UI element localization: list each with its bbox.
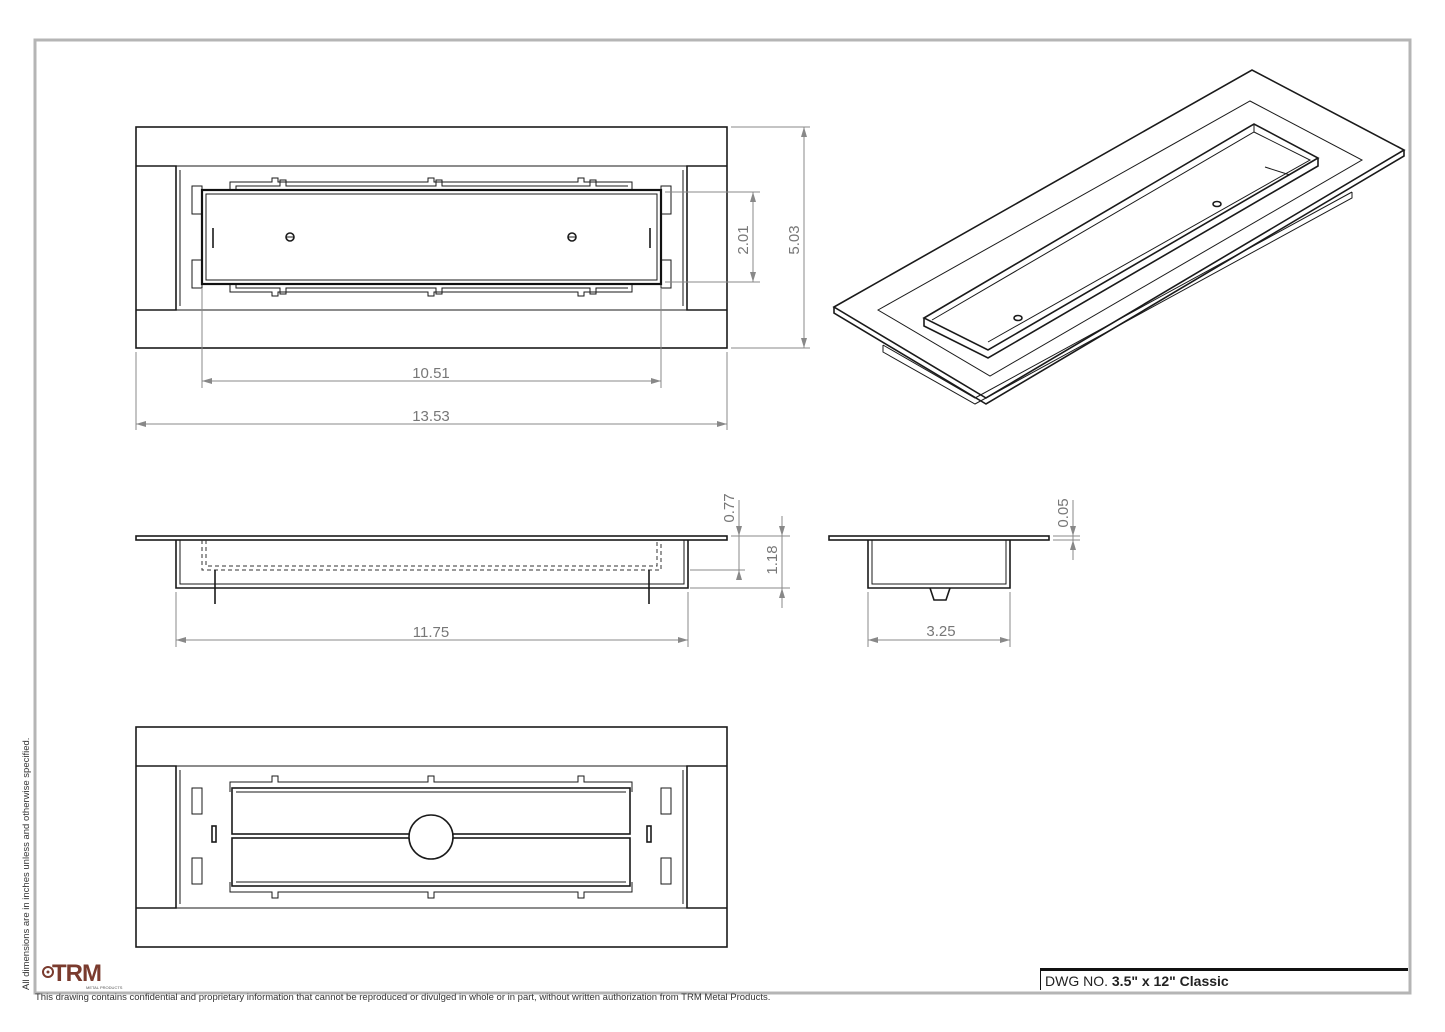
dim-lip-depth: 0.77 [721,493,738,522]
dim-body-width: 3.25 [926,623,955,640]
dim-inner-height: 2.01 [735,225,752,254]
top-view-dimensions [135,126,810,430]
drawing-number: DWG NO. 3.5" x 12" Classic [1045,973,1229,989]
side-view [828,535,1050,601]
drawing-number-value: 3.5" x 12" Classic [1111,973,1229,989]
top-view [135,126,728,349]
sheet-border [33,38,1412,995]
dim-flange-thickness: 0.05 [1055,498,1072,527]
dim-overall-height: 5.03 [786,225,803,254]
logo-text: TRM [52,960,102,987]
dim-body-length: 11.75 [413,624,449,641]
company-logo: TRM METAL PRODUCTS [40,960,130,992]
units-note: All dimensions are in inches unless and … [21,737,32,990]
bottom-view [135,726,728,948]
drawing-number-label: DWG NO. [1045,973,1108,989]
side-view-dimensions [867,500,1080,647]
title-block: DWG NO. 3.5" x 12" Classic [1040,968,1408,990]
dim-overall-width: 13.53 [412,408,450,425]
front-view [135,535,728,604]
logo-subtext: METAL PRODUCTS [86,985,123,990]
isometric-view [832,69,1406,405]
logo-gear-icon [42,966,54,978]
dim-inner-width: 10.51 [412,365,450,382]
confidentiality-note: This drawing contains confidential and p… [35,992,771,1003]
front-view-dimensions [175,500,790,647]
dim-pan-depth: 1.18 [764,545,781,574]
